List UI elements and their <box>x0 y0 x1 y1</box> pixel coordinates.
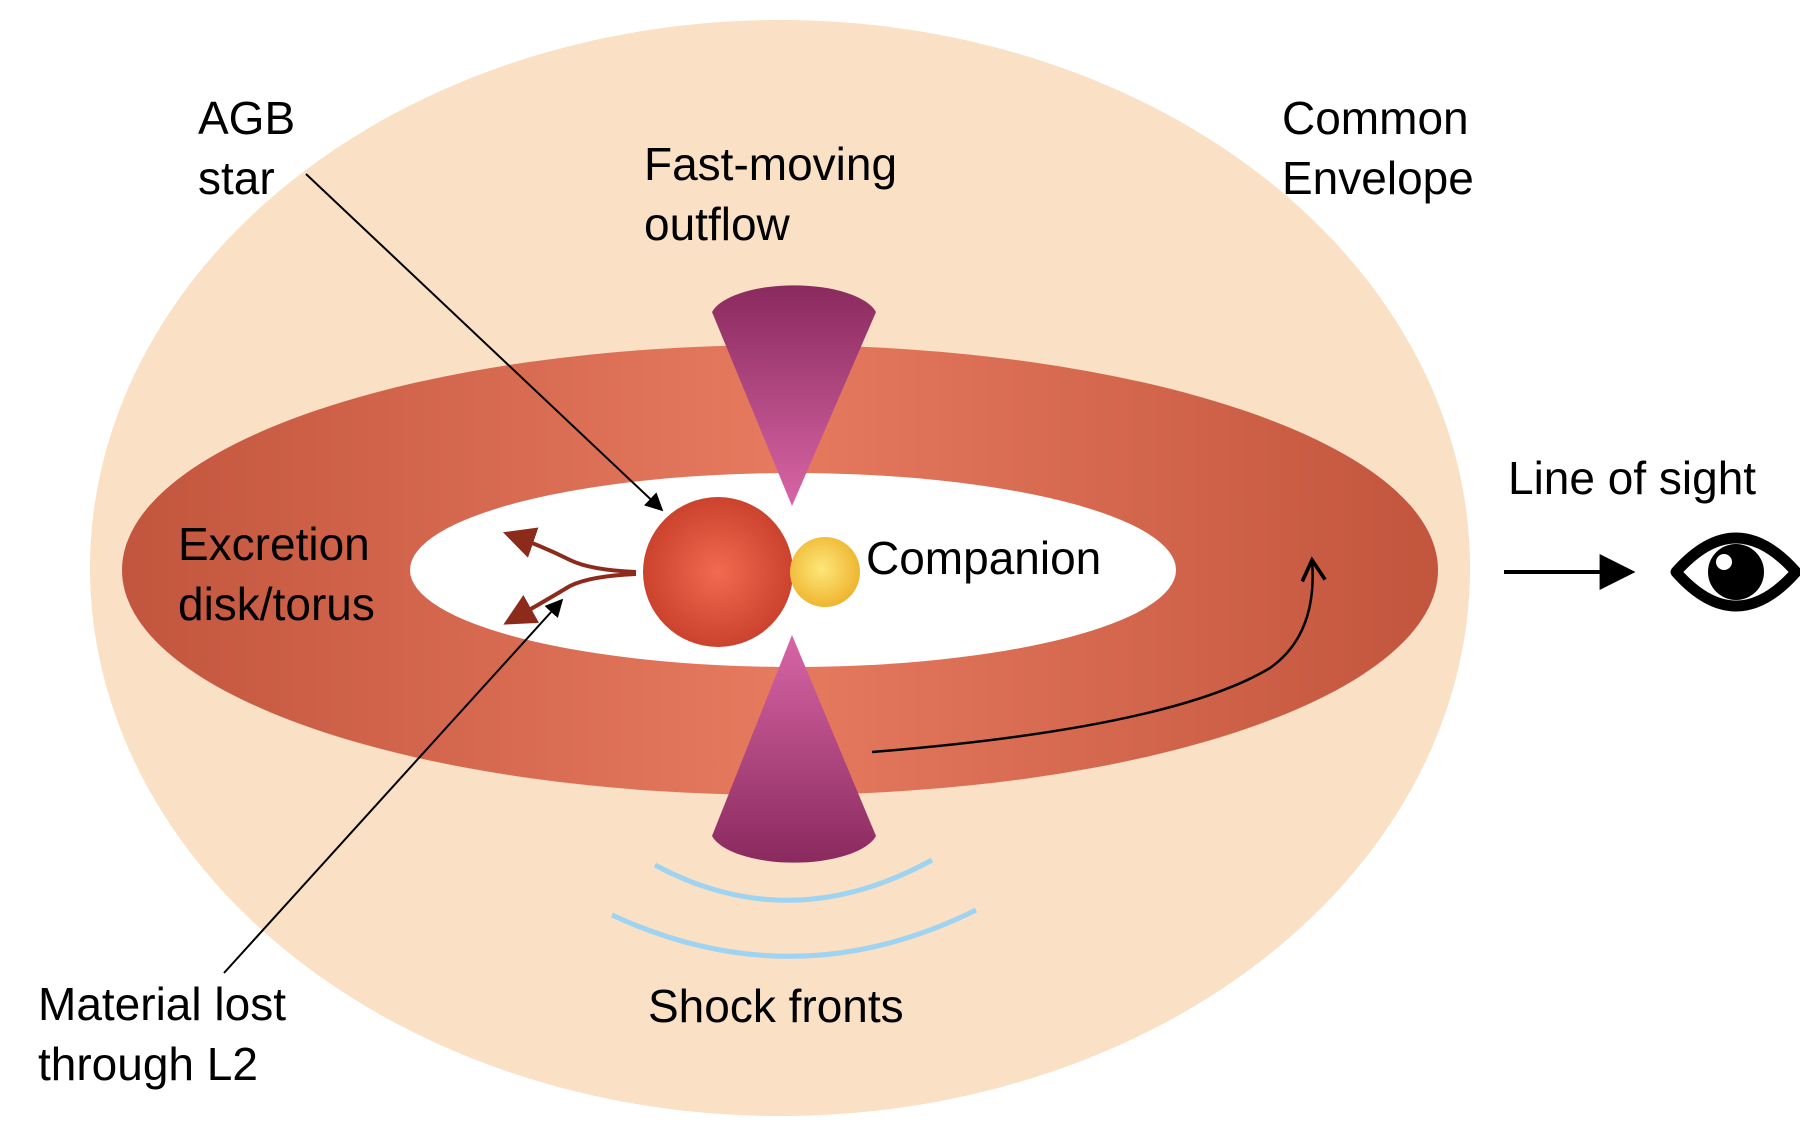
common-envelope-label: Common Envelope <box>1282 92 1481 204</box>
outflow-cone-top <box>712 285 876 506</box>
material-lost-label: Material lost through L2 <box>38 978 299 1090</box>
shock-front-outer <box>610 907 978 959</box>
l2-stream-lower <box>503 572 637 625</box>
shock-fronts-label: Shock fronts <box>648 980 904 1032</box>
curved-arrow-icon <box>871 556 1327 754</box>
line-of-sight-label: Line of sight <box>1508 452 1756 504</box>
eye-icon <box>1670 532 1800 612</box>
agb-star-label: AGB star <box>198 92 308 204</box>
shock-front-inner <box>653 857 934 903</box>
outflow-cone-bottom <box>712 635 876 863</box>
fast-moving-outflow-label: Fast-moving outflow <box>644 138 910 250</box>
companion-label: Companion <box>866 532 1101 584</box>
agb-star-pointer <box>305 173 664 512</box>
material-lost-pointer <box>223 598 564 974</box>
companion-star <box>790 537 860 607</box>
l2-stream-upper <box>502 527 637 574</box>
agb-star <box>643 497 793 647</box>
excretion-disk-label: Excretion disk/torus <box>178 518 383 630</box>
